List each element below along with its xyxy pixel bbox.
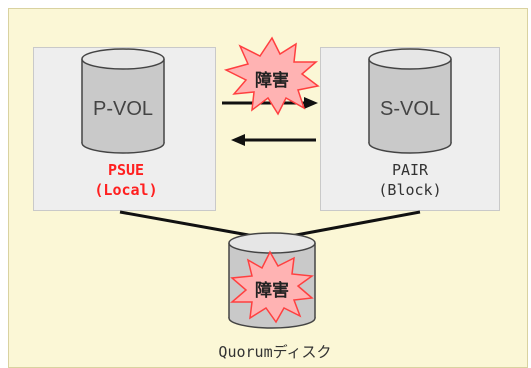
failure-label-quorum: 障害 xyxy=(255,281,289,301)
s-vol-label: S-VOL xyxy=(379,98,441,120)
s-vol-status: PAIR xyxy=(391,161,429,179)
p-vol-cylinder-icon xyxy=(81,48,165,154)
replication-arrow-left-icon xyxy=(231,134,316,146)
secondary-to-quorum-line xyxy=(279,210,421,240)
failure-burst-top-icon xyxy=(223,36,320,116)
quorum-disk-label: Quorumディスク xyxy=(218,343,332,361)
p-vol-status: PSUE xyxy=(107,161,145,179)
p-vol-label: P-VOL xyxy=(92,98,154,120)
p-vol-mode: (Local) xyxy=(94,181,158,199)
primary-to-quorum-line xyxy=(119,210,266,240)
failure-label-top: 障害 xyxy=(255,71,289,91)
s-vol-cylinder-icon xyxy=(368,48,452,154)
s-vol-mode: (Block) xyxy=(378,181,442,199)
failure-burst-quorum-icon xyxy=(229,250,315,324)
